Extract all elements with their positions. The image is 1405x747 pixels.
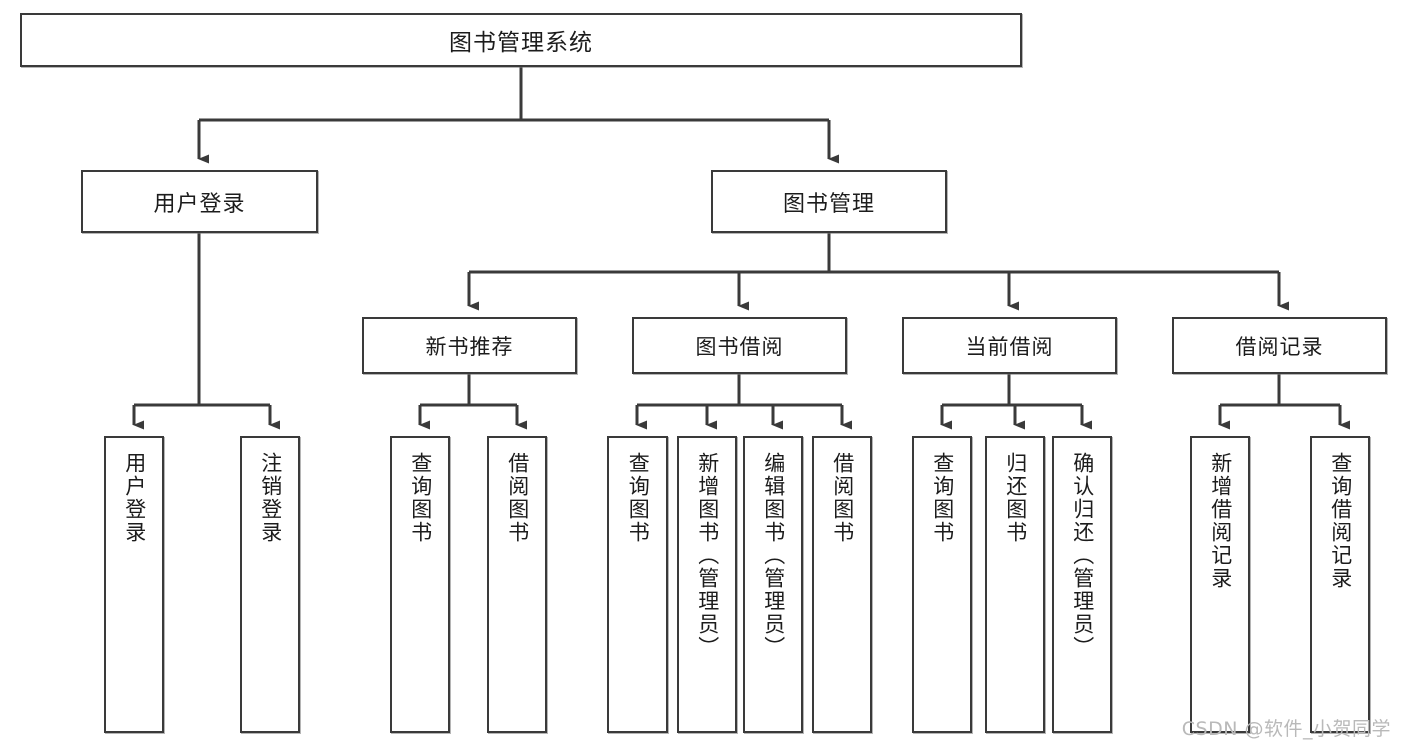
node-label: 编辑图书（管理员） bbox=[761, 452, 786, 659]
node-leaf-query-borrow-record[interactable]: 查询借阅记录 bbox=[1310, 436, 1370, 733]
node-label: 新书推荐 bbox=[425, 334, 514, 359]
node-label: 用户登录 bbox=[122, 452, 147, 544]
node-label: 图书借阅 bbox=[695, 334, 784, 359]
node-book-borrow[interactable]: 图书借阅 bbox=[632, 317, 847, 374]
node-label: 查询图书 bbox=[408, 452, 433, 544]
node-leaf-add-book-admin[interactable]: 新增图书（管理员） bbox=[677, 436, 737, 733]
node-leaf-borrow-book-2[interactable]: 借阅图书 bbox=[812, 436, 872, 733]
node-label: 图书管理 bbox=[782, 191, 875, 217]
node-label: 新增图书（管理员） bbox=[695, 452, 720, 659]
node-borrow-record[interactable]: 借阅记录 bbox=[1172, 317, 1387, 374]
node-leaf-add-borrow-record[interactable]: 新增借阅记录 bbox=[1190, 436, 1250, 733]
node-user-login[interactable]: 用户登录 bbox=[81, 170, 318, 233]
watermark-credit: CSDN @软件_小贺同学 bbox=[1181, 718, 1391, 740]
node-label: 查询图书 bbox=[626, 452, 651, 544]
node-new-book-recommend[interactable]: 新书推荐 bbox=[362, 317, 577, 374]
node-book-management[interactable]: 图书管理 bbox=[711, 170, 947, 233]
node-label: 借阅图书 bbox=[830, 452, 855, 544]
node-leaf-query-book-1[interactable]: 查询图书 bbox=[390, 436, 450, 733]
node-root-system[interactable]: 图书管理系统 bbox=[20, 13, 1022, 67]
node-label: 当前借阅 bbox=[965, 334, 1054, 359]
node-label: 归还图书 bbox=[1003, 452, 1028, 544]
node-label: 借阅图书 bbox=[505, 452, 530, 544]
node-label: 查询图书 bbox=[930, 452, 955, 544]
node-leaf-user-login[interactable]: 用户登录 bbox=[104, 436, 164, 733]
node-label: 借阅记录 bbox=[1235, 334, 1324, 359]
node-leaf-return-book[interactable]: 归还图书 bbox=[985, 436, 1045, 733]
node-leaf-confirm-return-admin[interactable]: 确认归还（管理员） bbox=[1052, 436, 1112, 733]
node-current-borrow[interactable]: 当前借阅 bbox=[902, 317, 1117, 374]
node-label: 注销登录 bbox=[258, 452, 283, 544]
node-leaf-query-book-3[interactable]: 查询图书 bbox=[912, 436, 972, 733]
node-label: 新增借阅记录 bbox=[1208, 452, 1233, 590]
node-label: 查询借阅记录 bbox=[1328, 452, 1353, 590]
node-leaf-borrow-book-1[interactable]: 借阅图书 bbox=[487, 436, 547, 733]
node-label: 图书管理系统 bbox=[449, 30, 593, 56]
node-label: 确认归还（管理员） bbox=[1070, 452, 1095, 659]
node-label: 用户登录 bbox=[153, 191, 246, 217]
node-leaf-query-book-2[interactable]: 查询图书 bbox=[607, 436, 668, 733]
node-leaf-edit-book-admin[interactable]: 编辑图书（管理员） bbox=[743, 436, 803, 733]
node-leaf-logout-login[interactable]: 注销登录 bbox=[240, 436, 300, 733]
